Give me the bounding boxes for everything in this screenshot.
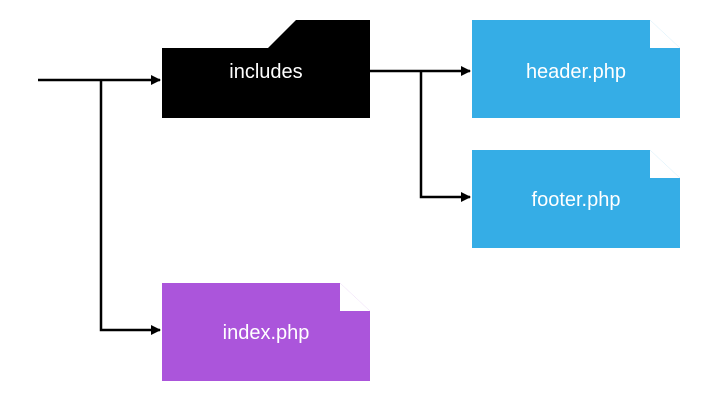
includes-to-footer-arrow xyxy=(419,71,471,202)
file-label: footer.php xyxy=(532,189,621,211)
file-footer-php[interactable]: footer.php xyxy=(472,150,680,248)
folder-includes[interactable]: includes xyxy=(162,20,370,118)
folder-icon xyxy=(162,20,370,118)
file-fold-corner xyxy=(650,20,680,48)
folder-label: includes xyxy=(229,61,302,83)
file-header-php[interactable]: header.php xyxy=(472,20,680,118)
file-index-php[interactable]: index.php xyxy=(162,283,370,381)
connectors xyxy=(38,66,471,335)
root-to-index-arrow xyxy=(99,80,161,335)
file-icon xyxy=(472,150,680,248)
file-fold-corner xyxy=(650,150,680,178)
file-label: index.php xyxy=(223,322,310,344)
file-icon xyxy=(472,20,680,118)
file-label: header.php xyxy=(526,61,626,83)
file-icon xyxy=(162,283,370,381)
file-fold-corner xyxy=(340,283,370,311)
